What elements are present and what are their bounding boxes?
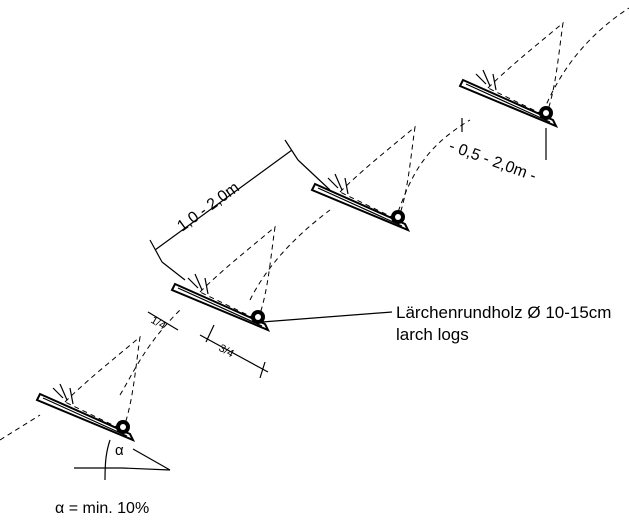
larch-logs-label-en: larch logs (396, 325, 469, 344)
terrace-2 (171, 226, 276, 331)
terrace-1 (36, 336, 141, 441)
fraction-quarter: 1/4 (149, 314, 168, 332)
dimension-depth-label: - 0,5 - 2,0m - (447, 138, 539, 185)
dimension-spacing: 1,0 - 2,0m (149, 139, 331, 281)
larch-logs-label-de: Lärchenrundholz Ø 10-15cm (396, 303, 611, 322)
dimension-depth: - 0,5 - 2,0m - (447, 118, 547, 185)
caption: α = min. 10% (55, 500, 149, 517)
ground-slope-line (0, 7, 629, 441)
terrace-4 (459, 22, 564, 127)
dimension-spacing-label: 1,0 - 2,0m (174, 179, 242, 235)
terrace-3 (311, 126, 416, 231)
angle-indicator: α (74, 439, 171, 481)
angle-symbol: α (115, 442, 124, 459)
label-leader-line (261, 311, 393, 323)
